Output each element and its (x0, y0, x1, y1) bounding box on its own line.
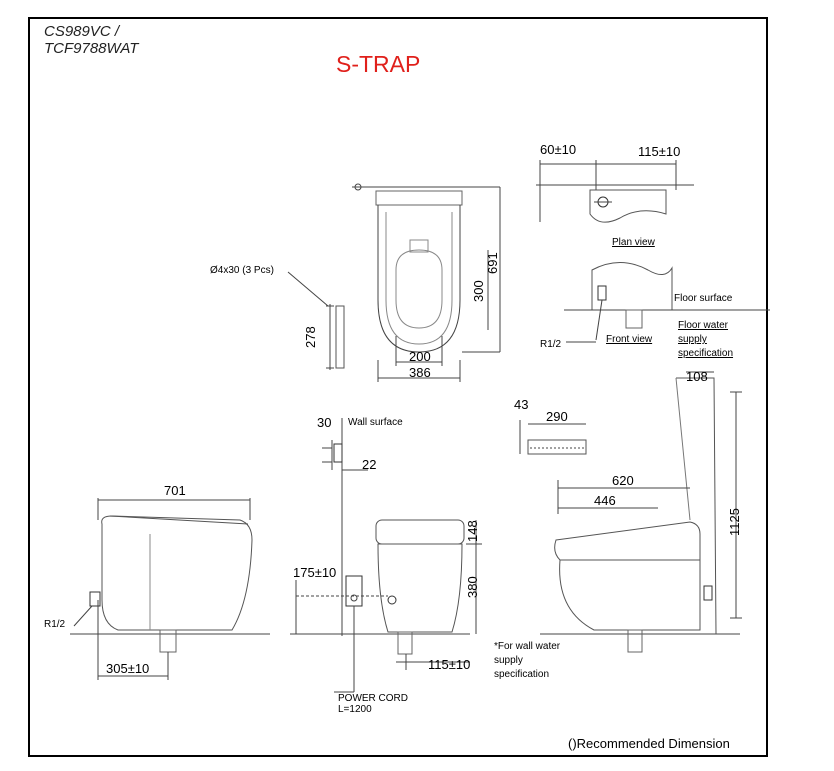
dim-691: 691 (485, 252, 500, 274)
front-view-label: Front view (606, 334, 653, 345)
recommended-dimension-note: ()Recommended Dimension (568, 736, 730, 751)
front-elevation-drawing (290, 519, 482, 693)
top-view-drawing (352, 183, 501, 382)
dim-278: 278 (303, 326, 318, 348)
model-number-line1: CS989VC / (44, 23, 120, 40)
dim-380: 380 (465, 576, 480, 598)
model-number-line2: TCF9788WAT (44, 40, 139, 57)
dim-446: 446 (594, 493, 616, 508)
dim-620: 620 (612, 473, 634, 488)
remote-drawing (519, 420, 587, 455)
power-cord-label-1: POWER CORD (338, 693, 408, 704)
wall-water-note-3: specification (494, 669, 550, 680)
dim-290: 290 (546, 409, 568, 424)
wall-bracket-drawing (322, 418, 368, 636)
dim-701: 701 (164, 483, 186, 498)
floor-water-label-2: supply (678, 334, 707, 345)
dim-175: 175±10 (293, 565, 337, 580)
dim-300: 300 (471, 280, 486, 302)
dim-200: 200 (409, 349, 431, 364)
dim-43: 43 (514, 397, 529, 412)
dim-60: 60±10 (540, 142, 577, 157)
screw-label: Ø4x30 (3 Pcs) (210, 265, 274, 276)
dim-305: 305±10 (106, 661, 150, 676)
front-view-drawing (564, 262, 770, 343)
drawing-frame (28, 17, 768, 757)
floor-surface-label: Floor surface (674, 293, 733, 304)
dim-30: 30 (317, 415, 332, 430)
wall-water-note-2: supply (494, 655, 523, 666)
right-side-view-drawing (540, 371, 742, 653)
trap-type-title: S-TRAP (336, 51, 421, 77)
dim-108: 108 (686, 369, 708, 384)
dim-386: 386 (409, 365, 431, 380)
floor-water-label-3: specification (678, 348, 734, 359)
dim-22: 22 (362, 457, 377, 472)
wall-water-note-1: *For wall water (494, 641, 561, 652)
plan-view-drawing (536, 160, 694, 223)
dim-115-bottom: 115±10 (428, 657, 471, 672)
left-side-view-drawing (70, 498, 270, 680)
wall-surface-label: Wall surface (348, 417, 403, 428)
bracket-drawing (287, 271, 345, 370)
dim-1125: 1125 (727, 508, 742, 536)
dim-148: 148 (465, 520, 480, 542)
floor-water-label-1: Floor water (678, 320, 729, 331)
power-cord-label-2: L=1200 (338, 704, 372, 715)
plan-view-label: Plan view (612, 237, 655, 248)
r12-front-label: R1/2 (540, 339, 562, 350)
dim-115-top: 115±10 (638, 144, 681, 159)
r12-side-label: R1/2 (44, 619, 66, 630)
